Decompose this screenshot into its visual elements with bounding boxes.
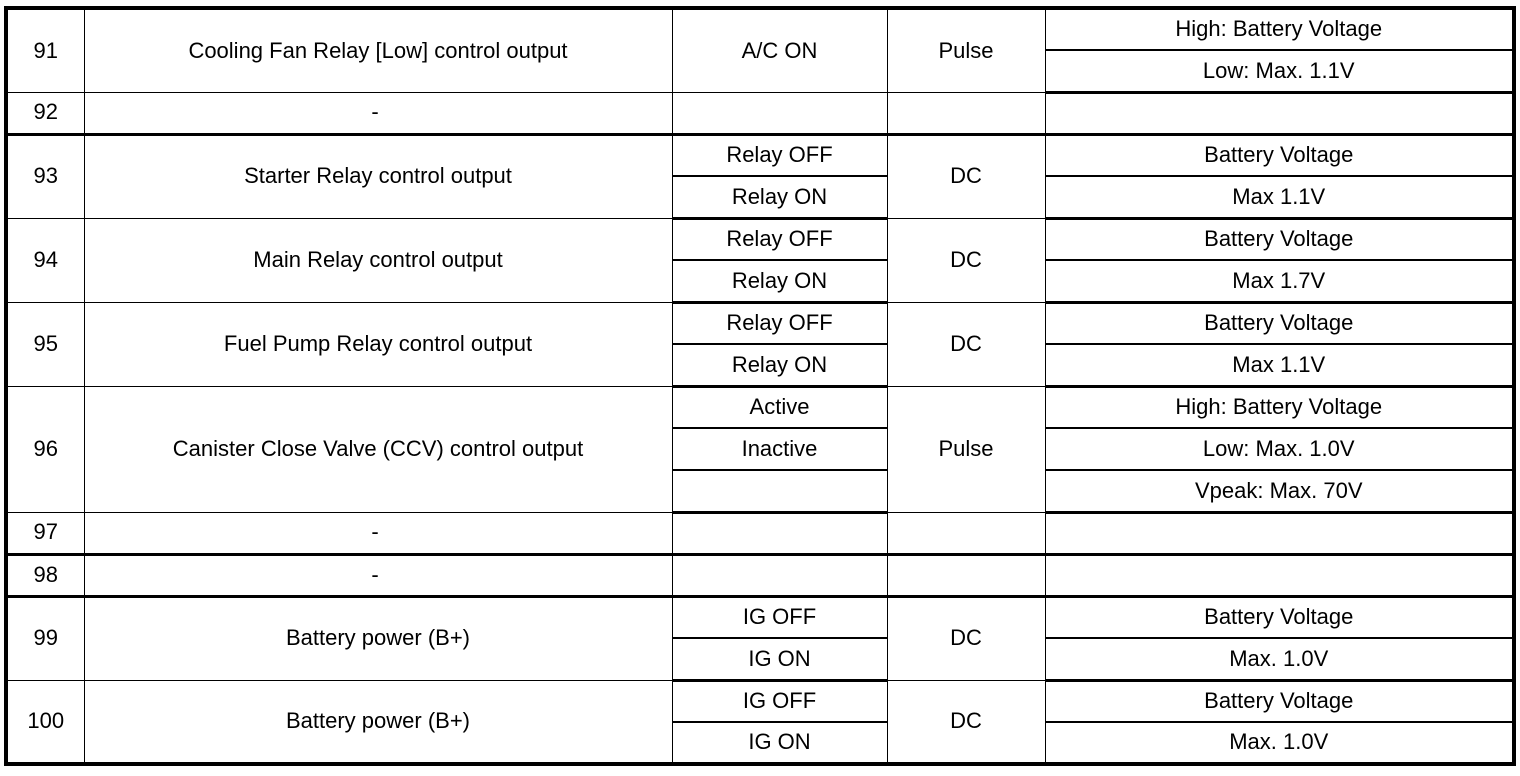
pin-value: Low: Max. 1.1V xyxy=(1044,49,1515,94)
table-row: IG ON Max. 1.0V xyxy=(6,721,1515,766)
pin-condition xyxy=(671,553,888,598)
table-row: 98- xyxy=(5,553,1515,598)
table-row: Relay ON Max 1.1V xyxy=(6,175,1515,220)
pin-condition: IG OFF xyxy=(671,679,888,723)
table-row: Low: Max. 1.1V xyxy=(6,49,1515,94)
pin-description: Starter Relay control output xyxy=(83,133,673,219)
pin-signal-type xyxy=(886,511,1046,556)
pin-signal-type: Pulse xyxy=(886,7,1046,93)
pin-value xyxy=(1044,91,1515,136)
pin-signal-type xyxy=(886,91,1046,136)
pin-signal-type xyxy=(886,553,1046,598)
pin-description: Battery power (B+) xyxy=(83,679,673,765)
pin-condition: Relay ON xyxy=(671,175,888,220)
pin-condition: IG ON xyxy=(671,637,888,682)
pin-number: 94 xyxy=(5,217,85,303)
pin-number: 92 xyxy=(5,91,85,136)
pin-signal-type: Pulse xyxy=(886,385,1046,513)
table-row: Relay ON Max 1.7V xyxy=(6,259,1515,304)
pin-signal-type: DC xyxy=(886,679,1046,765)
pin-value: Max 1.1V xyxy=(1044,343,1515,388)
pin-description: Cooling Fan Relay [Low] control output xyxy=(83,7,673,93)
pin-value: Battery Voltage xyxy=(1044,301,1515,345)
pin-condition: Relay OFF xyxy=(671,133,888,177)
pin-condition: Relay ON xyxy=(671,343,888,388)
pin-value: Max. 1.0V xyxy=(1044,637,1515,682)
pin-value: Max. 1.0V xyxy=(1044,721,1515,766)
pin-value: High: Battery Voltage xyxy=(1044,7,1515,51)
pin-description: Main Relay control output xyxy=(83,217,673,303)
pin-value xyxy=(1044,511,1515,556)
pin-value: Max 1.1V xyxy=(1044,175,1515,220)
pin-value: Low: Max. 1.0V xyxy=(1044,427,1515,471)
pin-description: - xyxy=(83,553,673,598)
pin-condition: Relay OFF xyxy=(671,301,888,345)
pin-condition: Inactive xyxy=(671,427,888,471)
pin-condition: Relay OFF xyxy=(671,217,888,261)
pin-condition xyxy=(671,469,888,514)
table-row: Inactive Low: Max. 1.0V xyxy=(6,427,1515,471)
pin-condition xyxy=(671,91,888,136)
pin-signal-type: DC xyxy=(886,301,1046,387)
table-row: Vpeak: Max. 70V xyxy=(6,469,1515,514)
pin-condition: IG OFF xyxy=(671,595,888,639)
pin-number: 99 xyxy=(5,595,85,681)
pin-condition: Relay ON xyxy=(671,259,888,304)
pin-number: 95 xyxy=(5,301,85,387)
pin-signal-type: DC xyxy=(886,595,1046,681)
pin-value: Battery Voltage xyxy=(1044,595,1515,639)
pin-condition xyxy=(671,511,888,556)
table-row: Relay ON Max 1.1V xyxy=(6,343,1515,388)
pin-condition: IG ON xyxy=(671,721,888,766)
pin-signal-type: DC xyxy=(886,133,1046,219)
pin-value: Battery Voltage xyxy=(1044,133,1515,177)
pin-signal-type: DC xyxy=(886,217,1046,303)
pin-description: - xyxy=(83,511,673,556)
table-row: 92- xyxy=(5,91,1515,136)
pin-condition: Active xyxy=(671,385,888,429)
pin-value xyxy=(1044,553,1515,598)
pin-description: Fuel Pump Relay control output xyxy=(83,301,673,387)
pin-value: Vpeak: Max. 70V xyxy=(1044,469,1515,514)
pin-number: 98 xyxy=(5,553,85,598)
pin-description: Canister Close Valve (CCV) control outpu… xyxy=(83,385,673,513)
pin-number: 100 xyxy=(5,679,85,765)
pin-value: Max 1.7V xyxy=(1044,259,1515,304)
pin-description: Battery power (B+) xyxy=(83,595,673,681)
pin-number: 96 xyxy=(5,385,85,513)
pin-condition: A/C ON xyxy=(671,7,888,93)
pin-value: High: Battery Voltage xyxy=(1044,385,1515,429)
pin-value: Battery Voltage xyxy=(1044,679,1515,723)
pin-number: 93 xyxy=(5,133,85,219)
pin-number: 91 xyxy=(5,7,85,93)
table-row: 97- xyxy=(5,511,1515,556)
pin-number: 97 xyxy=(5,511,85,556)
table-row: IG ON Max. 1.0V xyxy=(6,637,1515,682)
pin-description: - xyxy=(83,91,673,136)
pin-value: Battery Voltage xyxy=(1044,217,1515,261)
